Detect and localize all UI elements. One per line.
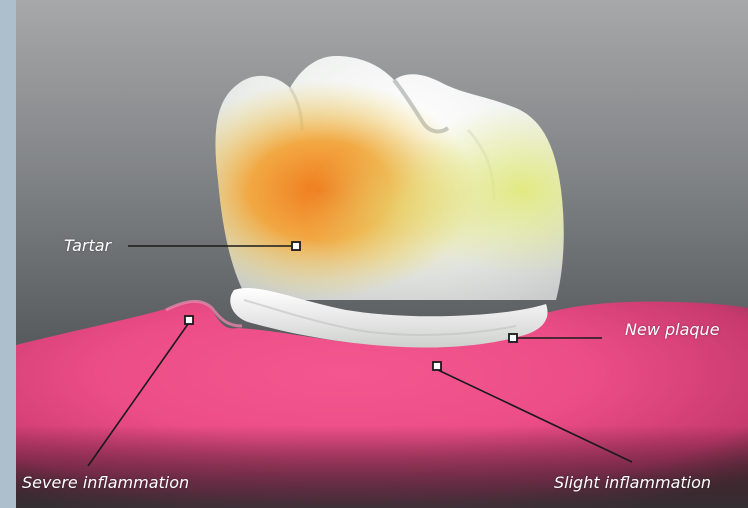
- severe-inflammation-label: Severe inflammation: [22, 473, 189, 493]
- tooth-illustration: [16, 0, 748, 508]
- tooth-diagram: Tartar New plaque Severe inflammation Sl…: [16, 0, 748, 508]
- left-margin-bar: [0, 0, 16, 508]
- new-plaque-label: New plaque: [625, 320, 720, 340]
- tartar-label: Tartar: [64, 236, 111, 256]
- new-plaque-marker: [509, 334, 517, 342]
- slight-inflammation-marker: [433, 362, 441, 370]
- tartar-marker: [292, 242, 300, 250]
- slight-inflammation-label: Slight inflammation: [554, 473, 711, 493]
- severe-inflammation-marker: [185, 316, 193, 324]
